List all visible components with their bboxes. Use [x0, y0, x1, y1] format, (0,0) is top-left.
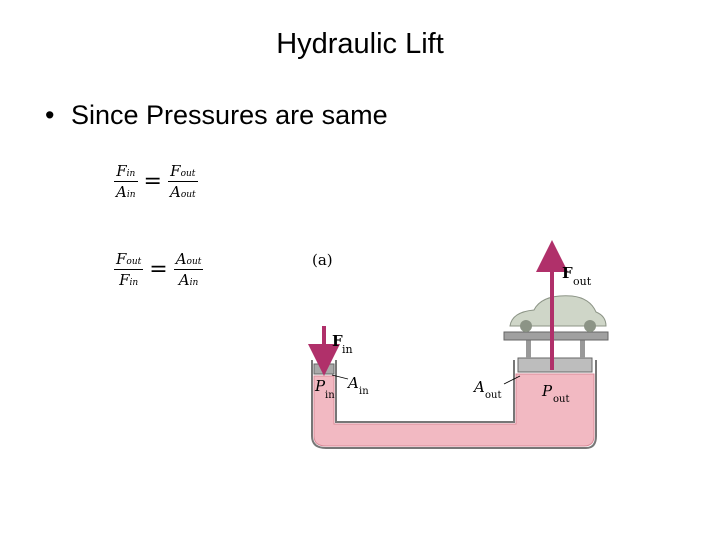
lift-column-right	[580, 340, 585, 358]
subscript: in	[126, 190, 136, 200]
car-icon	[509, 295, 607, 332]
panel-label: (a)	[312, 251, 333, 269]
fraction-rhs: Fout Aout	[167, 162, 198, 201]
symbol: A	[175, 250, 187, 268]
label-p-out: P out	[541, 382, 569, 405]
label-a-out: A out	[472, 378, 501, 401]
subscript: out	[126, 257, 142, 267]
fraction-rhs: Aout Ain	[173, 250, 204, 289]
container-outline	[311, 360, 597, 449]
label-symbol: F	[562, 264, 573, 282]
label-f-out: F out	[562, 264, 592, 288]
label-subscript: in	[342, 343, 353, 356]
symbol: F	[116, 162, 127, 180]
symbol: A	[116, 183, 127, 201]
hydraulic-lift-diagram: (a) F out F in P in A in A out P out	[308, 240, 609, 449]
label-symbol: A	[472, 378, 485, 396]
equals-sign: =	[149, 257, 168, 282]
subscript: in	[189, 278, 199, 288]
equation-pressure-equality: Fin Ain = Fout Aout	[114, 162, 198, 201]
subscript: out	[180, 169, 196, 179]
label-p-in: P in	[314, 377, 335, 401]
symbol: F	[116, 250, 127, 268]
subscript: out	[180, 190, 196, 200]
symbol: A	[169, 183, 181, 201]
label-symbol: P	[314, 377, 326, 395]
fraction-lhs: Fin Ain	[114, 162, 138, 201]
bullet-text: Since Pressures are same	[71, 100, 388, 130]
subscript: in	[126, 169, 136, 179]
symbol: A	[178, 271, 190, 289]
lift-platform	[503, 331, 609, 341]
label-subscript: out	[485, 390, 501, 401]
equals-sign: =	[143, 169, 162, 194]
label-subscript: in	[325, 390, 335, 401]
label-subscript: in	[359, 386, 369, 397]
fraction-lhs: Fout Fin	[114, 250, 144, 289]
label-symbol: A	[346, 374, 359, 392]
symbol: F	[119, 271, 130, 289]
label-symbol: P	[541, 382, 553, 400]
subscript: in	[129, 278, 139, 288]
lift-column-left	[526, 340, 531, 358]
subscript: out	[186, 257, 202, 267]
fluid-body	[313, 373, 595, 447]
label-f-in: F in	[332, 332, 353, 356]
bullet-dot: •	[45, 100, 55, 130]
large-piston	[517, 357, 593, 373]
equation-force-ratio: Fout Fin = Aout Ain	[114, 250, 204, 289]
small-piston	[313, 363, 335, 375]
slide-title: Hydraulic Lift	[276, 28, 444, 60]
label-subscript: out	[553, 394, 569, 405]
label-subscript: out	[573, 275, 592, 288]
leader-a-in	[331, 374, 349, 380]
label-symbol: F	[332, 332, 343, 350]
label-a-in: A in	[346, 374, 369, 397]
leader-a-out	[503, 375, 521, 385]
bullet-item: • Since Pressures are same	[45, 100, 388, 131]
symbol: F	[170, 162, 181, 180]
